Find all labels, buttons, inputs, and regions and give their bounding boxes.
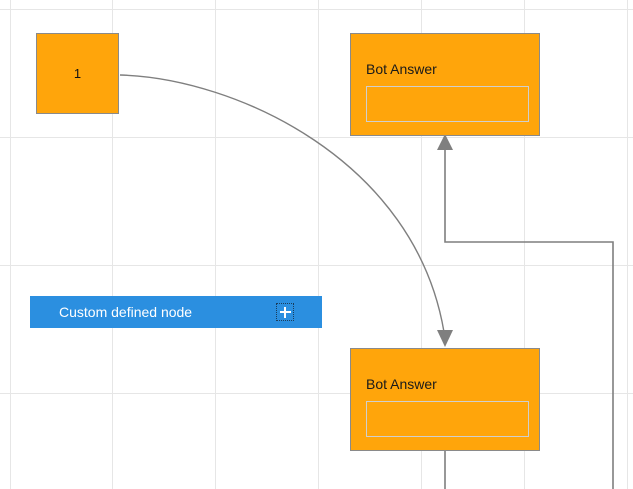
arrowhead-up xyxy=(437,134,453,150)
custom-defined-node-bar[interactable]: Custom defined node xyxy=(30,296,322,328)
node-1[interactable]: 1 xyxy=(36,33,119,114)
node-bot-answer-bottom-title: Bot Answer xyxy=(366,376,437,392)
node-bot-answer-top[interactable]: Bot Answer xyxy=(350,33,540,136)
node-1-label: 1 xyxy=(73,66,82,81)
node-bot-answer-top-slot[interactable] xyxy=(366,86,529,122)
plus-icon[interactable] xyxy=(276,303,294,321)
plus-icon-vertical-bar xyxy=(284,306,286,318)
arrowhead-down xyxy=(437,330,453,347)
node-bot-answer-top-title: Bot Answer xyxy=(366,61,437,77)
node-bot-answer-bottom-slot[interactable] xyxy=(366,401,529,437)
custom-defined-node-label: Custom defined node xyxy=(59,304,193,320)
node-bot-answer-bottom[interactable]: Bot Answer xyxy=(350,348,540,451)
